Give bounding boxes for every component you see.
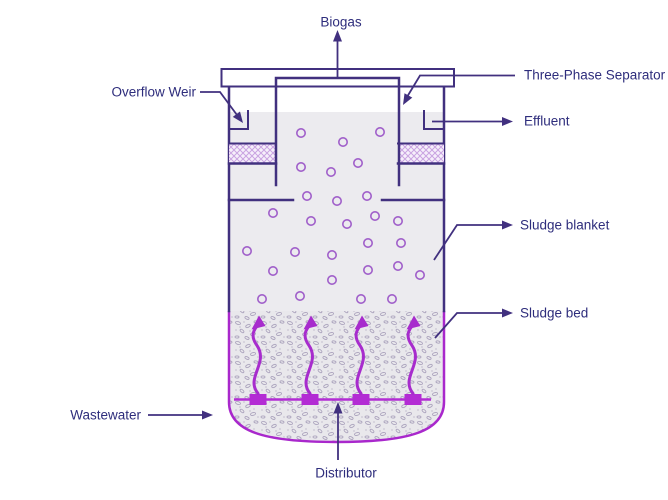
vessel-bottom-outline xyxy=(227,311,446,444)
overflow-weir-right xyxy=(423,110,445,130)
label-wastewater: Wastewater xyxy=(70,407,141,423)
label-effluent: Effluent xyxy=(524,113,570,129)
effluent-arrow xyxy=(432,117,513,126)
wastewater-arrow xyxy=(148,410,213,420)
label-biogas: Biogas xyxy=(320,14,362,30)
distributor xyxy=(234,394,431,405)
hatch-band-left xyxy=(227,142,278,165)
distributor-pointer xyxy=(333,402,343,460)
vessel-walls xyxy=(227,84,446,313)
sludge-blanket-pointer xyxy=(433,220,513,261)
three-phase-separator-pointer xyxy=(403,74,515,105)
overflow-weir-pointer xyxy=(200,91,243,123)
label-sludge-bed: Sludge bed xyxy=(520,305,589,321)
label-overflow-weir: Overflow Weir xyxy=(111,84,196,100)
gas-bubbles xyxy=(242,127,425,304)
label-distributor: Distributor xyxy=(315,465,377,481)
label-three-phase-separator: Three-Phase Separator xyxy=(524,67,666,83)
overflow-weir-left xyxy=(228,110,249,130)
hatch-band-right xyxy=(396,142,446,165)
label-sludge-blanket: Sludge blanket xyxy=(520,217,610,233)
biogas-arrow xyxy=(333,30,342,78)
sludge-bed-pointer xyxy=(434,308,513,339)
sludge-bed-region xyxy=(229,311,444,442)
